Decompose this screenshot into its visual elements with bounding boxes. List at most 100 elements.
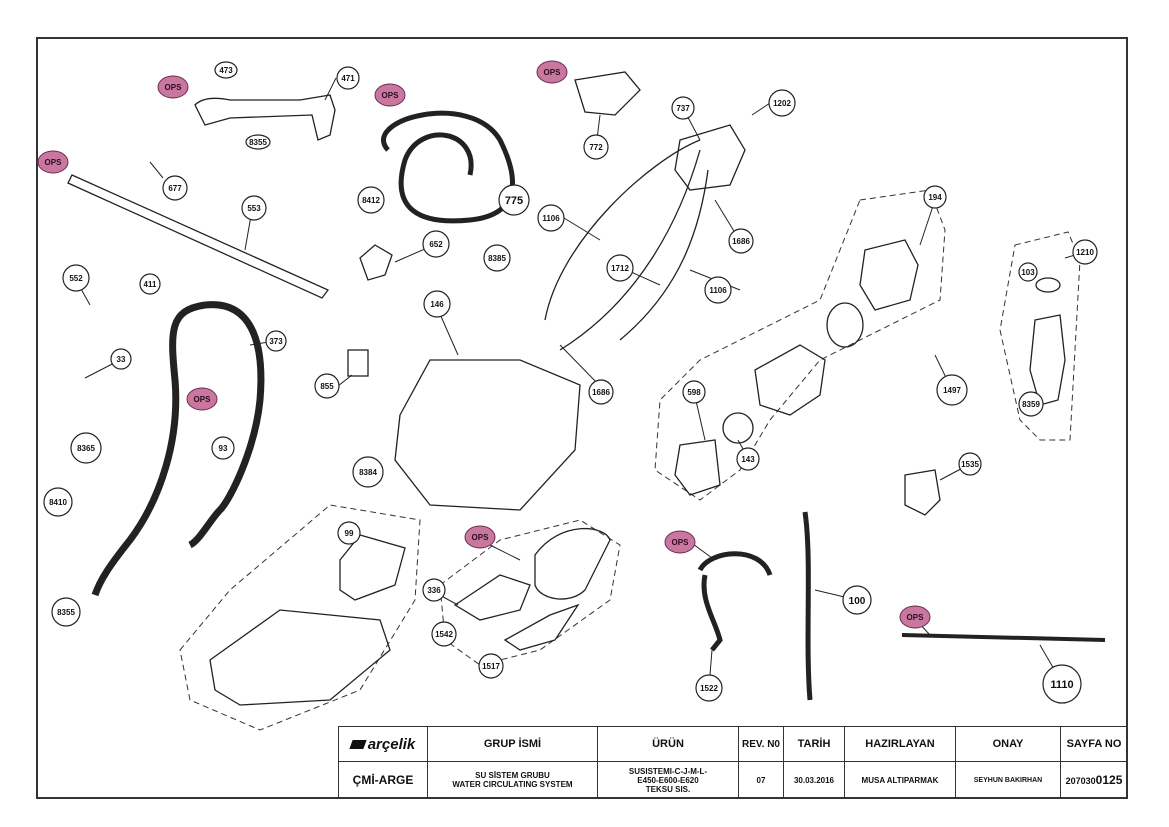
callout-146: 146 [423,290,451,318]
callout-1517: 1517 [478,653,504,679]
svg-text:1517: 1517 [482,662,500,671]
svg-text:553: 553 [247,204,261,213]
callout-553: 553 [241,195,267,221]
svg-text:143: 143 [741,455,755,464]
part-855 [347,349,369,377]
valve-737 [674,124,746,191]
svg-text:473: 473 [219,66,233,75]
gasket-ring [826,302,864,348]
svg-text:33: 33 [117,355,126,364]
hose-473 [194,94,336,141]
callout-1110: 1110 [1042,664,1082,704]
col-approved-header: ONAY [955,726,1061,762]
svg-text:373: 373 [269,337,283,346]
callout-677: 677 [162,175,188,201]
hose-373 [91,301,265,597]
svg-text:411: 411 [144,280,157,289]
callout-373: 373 [265,330,287,352]
revision: 07 [738,761,784,799]
pump-housing [754,344,826,416]
clamp-103 [1035,277,1061,293]
col-page-header: SAYFA NO [1060,726,1128,762]
callout-775: 775 [498,184,530,216]
callout-99: 99 [337,521,361,545]
svg-text:OPS: OPS [165,83,183,92]
callout-1106: 1106 [537,204,565,232]
svg-text:99: 99 [345,529,354,538]
callout-411: 411 [139,273,161,295]
callout-1106: 1106 [704,276,732,304]
drain-filter-1210 [1029,314,1066,406]
callout-336: 336 [422,578,446,602]
mesh-filter [534,527,611,600]
part-1542 [453,574,531,621]
filter-cup-group-outline [439,519,621,666]
svg-text:OPS: OPS [382,91,400,100]
svg-text:OPS: OPS [544,68,562,77]
svg-text:194: 194 [928,193,942,202]
page-number: 2070300125 [1060,761,1128,799]
svg-text:471: 471 [341,74,355,83]
col-date-header: TARİH [783,726,845,762]
svg-text:146: 146 [430,300,444,309]
hose-775 [381,110,515,224]
svg-text:8355: 8355 [249,138,267,147]
hose-100 [802,511,813,701]
callout-1210: 1210 [1072,239,1098,265]
callout-143: 143 [736,447,760,471]
callout-1686: 1686 [728,228,754,254]
pressure-switch-772 [574,71,641,116]
callout-855: 855 [314,373,340,399]
col-product-header: ÜRÜN [597,726,739,762]
callout-8355: 8355 [245,134,271,150]
part-99 [339,534,406,601]
ops-badge: OPS [157,75,189,99]
svg-text:8355: 8355 [57,608,75,617]
svg-text:1712: 1712 [611,264,629,273]
callout-1522: 1522 [695,674,723,702]
svg-text:775: 775 [505,195,523,207]
svg-text:1106: 1106 [709,286,727,295]
svg-text:8384: 8384 [359,468,377,477]
svg-text:1106: 1106 [542,214,560,223]
callout-473: 473 [214,61,238,79]
svg-text:8410: 8410 [49,498,67,507]
approved-by: SEYHUN BAKIRHAN [955,761,1061,799]
clip-1535 [904,469,941,516]
ops-badge: OPS [186,387,218,411]
leader-lines [75,77,1086,688]
callout-8384: 8384 [352,456,384,488]
svg-text:1535: 1535 [961,460,979,469]
detergent-drawer-group-outline [179,504,421,731]
callout-598: 598 [682,380,706,404]
callout-552: 552 [62,264,90,292]
svg-text:772: 772 [589,143,603,152]
pump-group-outline [654,189,946,501]
svg-text:93: 93 [219,444,228,453]
callout-8412: 8412 [357,186,385,214]
callout-1686: 1686 [588,379,614,405]
svg-text:100: 100 [849,596,866,607]
drawer-336 [209,609,391,706]
callout-103: 103 [1018,262,1038,282]
svg-text:8365: 8365 [77,444,95,453]
svg-text:8359: 8359 [1022,400,1040,409]
callout-772: 772 [583,134,609,160]
svg-text:552: 552 [69,274,83,283]
col-prepared-header: HAZIRLAYAN [844,726,956,762]
callout-33: 33 [110,348,132,370]
svg-text:8412: 8412 [362,196,380,205]
pump-194 [859,239,919,311]
svg-text:1686: 1686 [732,237,750,246]
brand-logo: arçelik [338,726,428,762]
svg-text:1202: 1202 [773,99,791,108]
detergent-box-146 [394,359,581,511]
svg-text:OPS: OPS [194,395,212,404]
callout-737: 737 [671,96,695,120]
prepared-by: MUSA ALTIPARMAK [844,761,956,799]
callout-8359: 8359 [1018,391,1044,417]
svg-text:OPS: OPS [672,538,690,547]
tube-553 [67,174,330,299]
